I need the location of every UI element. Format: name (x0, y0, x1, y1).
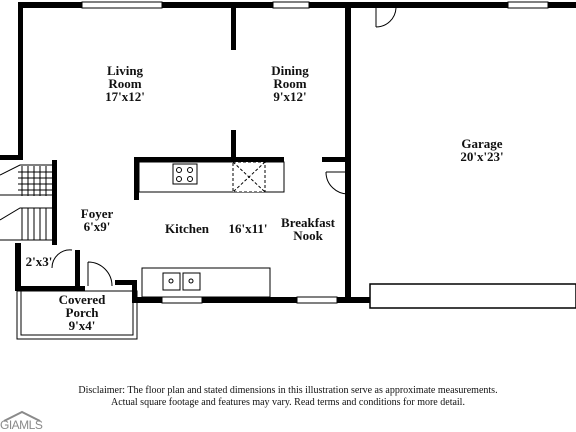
window-breakfast (296, 296, 338, 304)
mls-logo-text: GIAMLS (0, 418, 43, 432)
stairs (0, 164, 52, 241)
dining-room-label-2: Room (273, 76, 306, 91)
porch-outline (16, 290, 138, 340)
foyer-lower-left-wall (15, 243, 21, 291)
garage-dims: 20'x'23' (460, 149, 503, 164)
burner (176, 167, 182, 173)
porch-top-wall-left (15, 286, 85, 291)
closet-wall (75, 250, 80, 290)
left-wall-stub (0, 155, 23, 160)
living-dining-divider-bottom (231, 130, 236, 160)
foyer-right-wall (134, 160, 139, 200)
garage-entry-door (375, 7, 397, 28)
breakfast-nook-label-1: Breakfast (281, 215, 336, 230)
sink-drain (188, 278, 194, 284)
garage-door (369, 283, 576, 309)
living-dining-divider-top (231, 8, 236, 50)
windows (81, 1, 549, 304)
breakfast-garage-door (325, 171, 350, 195)
kitchen-top-wall-right (322, 157, 349, 162)
porch-rail-inner (20, 290, 134, 336)
mls-logo: GIAMLS (0, 410, 44, 432)
doors (51, 7, 397, 287)
counters (138, 161, 285, 298)
porch-top-wall-right (115, 280, 135, 285)
stove (172, 163, 198, 185)
dining-room-dims: 9'x12' (273, 89, 306, 104)
sink-drain (168, 278, 174, 284)
garage-label: Garage (461, 136, 502, 151)
stair-wall (52, 160, 57, 245)
kitchen-bottom-wall (132, 297, 372, 303)
stair-upper (0, 164, 52, 196)
window-living (81, 1, 163, 9)
breakfast-nook-label-2: Nook (293, 228, 323, 243)
window-dining (272, 1, 310, 9)
window-garage (507, 1, 549, 9)
living-room-label-2: Room (108, 76, 141, 91)
kitchen-label: Kitchen (165, 221, 210, 236)
kitchen-top-wall-left (134, 157, 284, 162)
left-wall-upper (18, 2, 23, 157)
window-kitchen (161, 296, 203, 304)
porch-label-1: Covered (59, 292, 106, 307)
house-roof-logo-icon (3, 410, 41, 422)
closet-door (51, 249, 73, 269)
burner (187, 167, 193, 173)
burner (176, 176, 182, 182)
living-room-dims: 17'x12' (105, 89, 145, 104)
disclaimer-line-1: Disclaimer: The floor plan and stated di… (78, 385, 498, 396)
closet-dims: 2'x3' (26, 254, 53, 269)
room-labels: Living Room 17'x12' Dining Room 9'x12' G… (26, 63, 504, 333)
dining-room-label-1: Dining (271, 63, 309, 78)
stair-lower (0, 207, 52, 241)
burner (187, 176, 193, 182)
disclaimer: Disclaimer: The floor plan and stated di… (0, 385, 576, 409)
kitchen-dims: 16'x11' (228, 221, 267, 236)
fridge-x (232, 161, 266, 193)
front-door (87, 261, 113, 287)
lower-counter (141, 267, 271, 298)
garage-left-wall (345, 2, 351, 302)
foyer-dims: 6'x9' (84, 219, 111, 234)
foyer-label: Foyer (81, 206, 114, 221)
living-room-label-1: Living (107, 63, 144, 78)
porch-label-2: Porch (66, 305, 100, 320)
disclaimer-line-2: Actual square footage and features may v… (111, 397, 465, 408)
porch-dims: 9'x4' (69, 318, 96, 333)
